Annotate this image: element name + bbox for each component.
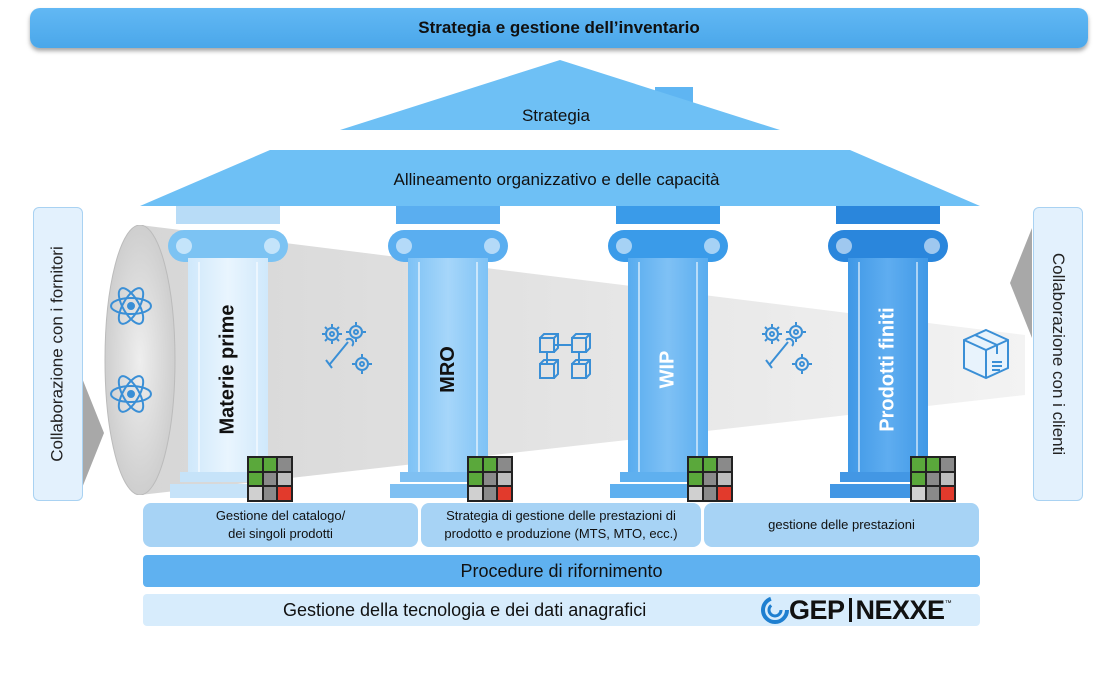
process-line: gestione delle prestazioni	[768, 517, 915, 532]
replenishment-bar: Procedure di rifornimento	[143, 555, 980, 587]
grid-badge-icon	[247, 456, 293, 502]
grid-badge-icon	[467, 456, 513, 502]
technology-bar: Gestione della tecnologia e dei dati ana…	[143, 594, 980, 626]
gep-nexxe-logo: GEP NEXXE ™	[761, 594, 952, 625]
package-box-icon	[963, 328, 1009, 380]
logo-divider	[848, 598, 852, 622]
process-line: prodotto e produzione (MTS, MTO, ecc.)	[444, 526, 678, 541]
gep-swirl-icon	[761, 596, 789, 624]
pillar-finished-goods: Prodotti finiti	[828, 206, 948, 502]
roof-alignment-label: Allineamento organizzativo e delle capac…	[393, 170, 720, 189]
pillar-label: Materie prime	[216, 303, 239, 435]
grid-badge-icon	[910, 456, 956, 502]
process-line: dei singoli prodotti	[228, 526, 333, 541]
pillar-label: Prodotti finiti	[876, 306, 899, 432]
supplier-collaboration-panel: Collaborazione con i fornitori	[33, 207, 83, 501]
customer-collaboration-label: Collaborazione con i clienti	[1049, 252, 1069, 456]
grid-badge-icon	[687, 456, 733, 502]
pillar-mro: MRO	[388, 206, 508, 502]
gears-wrench-icon	[762, 322, 812, 374]
atom-icon	[110, 287, 152, 325]
process-line: Strategia di gestione delle prestazioni …	[446, 508, 676, 523]
process-performance-management: gestione delle prestazioni	[704, 503, 979, 547]
replenishment-label: Procedure di rifornimento	[460, 560, 663, 581]
logo-trademark: ™	[944, 600, 952, 607]
process-line: Gestione del catalogo/	[215, 508, 346, 523]
pillar-label: WIP	[656, 350, 679, 388]
supplier-collaboration-label: Collaborazione con i fornitori	[48, 246, 68, 462]
atom-icon	[110, 375, 152, 413]
right-arrow	[1010, 228, 1032, 338]
process-performance-strategy: Strategia di gestione delle prestazioni …	[421, 503, 701, 547]
customer-collaboration-panel: Collaborazione con i clienti	[1033, 207, 1083, 501]
process-catalog-management: Gestione del catalogo/ dei singoli prodo…	[143, 503, 418, 547]
logo-product: NEXXE	[855, 594, 946, 625]
network-blocks-icon	[539, 333, 591, 379]
title-banner: Strategia e gestione dell’inventario	[30, 8, 1088, 48]
roof-strategy-label: Strategia	[521, 106, 591, 125]
gears-wrench-icon	[322, 322, 372, 374]
roof	[140, 60, 980, 206]
left-arrow	[82, 378, 104, 488]
page-title: Strategia e gestione dell’inventario	[418, 18, 700, 37]
pillar-wip: WIP	[608, 206, 728, 502]
pillar-label: MRO	[436, 345, 459, 393]
technology-label: Gestione della tecnologia e dei dati ana…	[283, 600, 647, 620]
logo-brand: GEP	[789, 594, 845, 625]
